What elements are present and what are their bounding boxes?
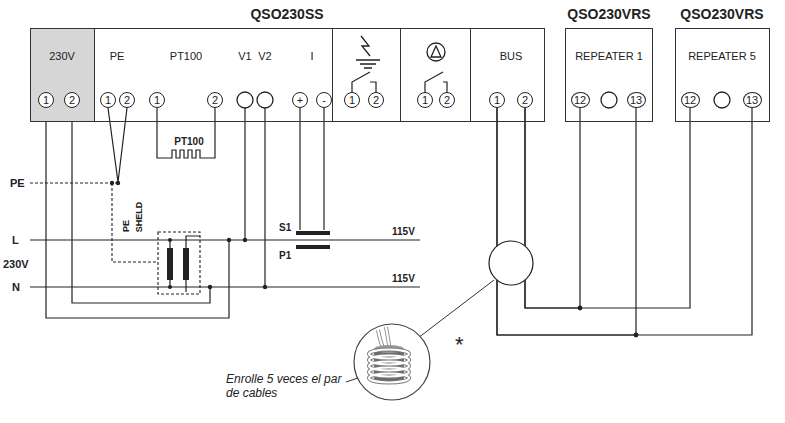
terminal-pin: 1 [417,92,433,108]
line-label: N [12,281,20,293]
controller-box: QSO230SS230V12PE12PT10012V1V2I+-1212BUS1… [30,28,545,122]
device-title: QSO230VRS [567,6,650,22]
terminal-pin: 2 [119,92,135,108]
pin-number: 1 [105,95,111,106]
callout-note: Enrolle 5 veces el par de cables [226,372,354,400]
terminal-label: S1 [279,222,291,234]
pin-number: - [322,95,326,106]
section-heading: PT100 [170,50,202,63]
pump-symbol [427,43,445,61]
terminal-pin: 1 [149,92,165,108]
pin-number: + [297,95,303,106]
pin-number: 12 [574,95,586,106]
section-heading: 230V [49,50,75,63]
bus-wire [525,108,580,308]
bus-wire [497,108,752,335]
section-heading: V2 [258,50,271,63]
sensor-label: PT100 [174,136,203,148]
shield-label: PE [120,220,132,232]
terminal-pin: - [316,92,332,108]
pin-number: 1 [43,95,49,106]
section-heading: BUS [500,50,523,63]
pin-number: 1 [422,95,428,106]
terminal-pin: 13 [627,92,646,108]
section-heading: V1 [238,50,251,63]
line-label: PE [10,177,25,189]
sensor-section: PT100 1 2 [140,29,230,121]
bus-wire [525,108,690,308]
voltage-section: V1 V2 [230,29,278,121]
unnumbered-pins [237,92,730,108]
terminal-pin: 1 [100,92,116,108]
pin-number: 2 [69,95,75,106]
pin-number: 2 [373,95,379,106]
terminal-pin: 2 [517,92,533,108]
device-title: QSO230VRS [680,6,763,22]
terminal-pin: 1 [38,92,54,108]
device-title: QSO230SS [250,6,323,22]
relay-symbol [356,36,380,68]
junction-dots [578,306,639,338]
pin-number: 2 [212,95,218,106]
terminal-pin: 2 [207,92,223,108]
terminal-pin: 2 [368,92,384,108]
supply-section: 230V 1 2 [31,29,95,121]
pe-shield [30,183,200,294]
pin-number: 13 [630,95,642,106]
pump-section: 12 [400,29,470,121]
footnote-mark: * [455,334,464,356]
current-section: I + - [278,29,332,121]
ferrite-ring [489,241,533,285]
terminal-pin: 2 [439,92,455,108]
relay-section: 12 [332,29,400,121]
repeater-box: QSO230VRSREPEATER 11213 [565,28,653,122]
terminal-label: P1 [279,250,291,262]
section-heading: PE [110,50,125,63]
magnifier-illustration [354,324,430,400]
pin-number: 2 [444,95,450,106]
terminal-pin: 2 [64,92,80,108]
terminal-pin: 12 [681,92,700,108]
shield-label: SHELD [133,202,145,233]
terminal-pin: 1 [489,92,505,108]
section-heading: I [310,50,313,63]
voltage-label: 230V [3,258,29,270]
terminal-pin: 12 [571,92,590,108]
bus-wire [497,108,636,335]
terminal-pin: + [292,92,308,108]
pin-number: 1 [154,95,160,106]
bus-section: BUS 1 2 [470,29,544,121]
voltage-label: 115V [392,273,415,285]
pin-number: 1 [349,95,355,106]
terminal-pin: 1 [344,92,360,108]
section-heading: REPEATER 1 [575,50,643,63]
transformer [110,181,330,289]
pin-number: 1 [494,95,500,106]
pin-number: 12 [684,95,696,106]
earth-section: PE 1 2 [95,29,140,121]
section-heading: REPEATER 5 [688,50,756,63]
terminal-pin: 13 [743,92,762,108]
voltage-label: 115V [392,226,415,238]
pin-number: 2 [124,95,130,106]
pin-number: 13 [746,95,758,106]
repeater-box: QSO230VRSREPEATER 51213 [675,28,770,122]
line-label: L [12,234,19,246]
pin-number: 2 [522,95,528,106]
